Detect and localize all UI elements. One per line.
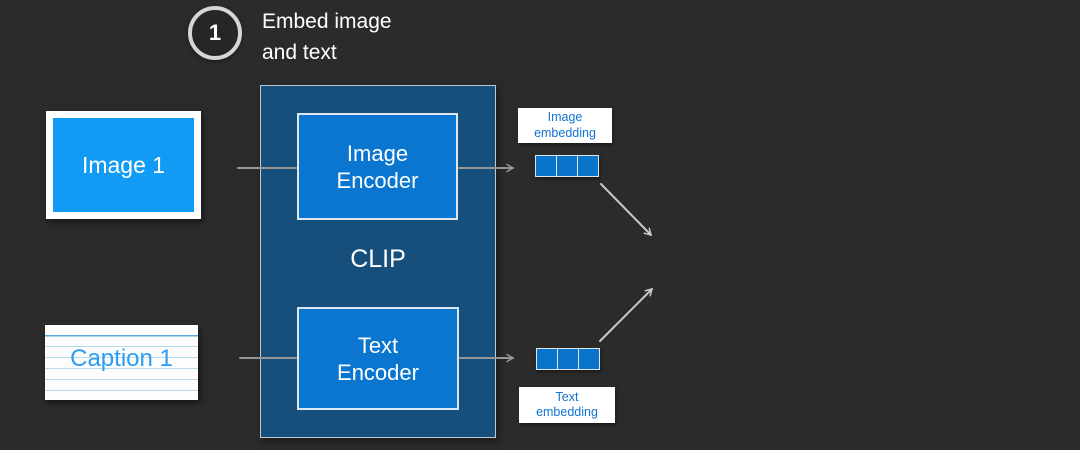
image-encoder-box: Image Encoder <box>297 113 458 220</box>
step-number-badge: 1 <box>188 6 242 60</box>
text-encoder-label-line1: Text <box>357 332 399 358</box>
embedding-cell <box>558 349 578 369</box>
image-embedding-label: Image embedding <box>518 108 612 143</box>
embedding-cell <box>557 156 577 176</box>
text-encoder-label-line2: Encoder <box>337 359 419 385</box>
embedding-cell <box>536 156 556 176</box>
text-embedding-label: Text embedding <box>519 387 615 423</box>
image-encoder-label-line1: Image <box>346 140 409 166</box>
image-embedding-vector <box>535 155 599 177</box>
image-embedding-label-line1: Image <box>547 110 583 124</box>
image-card-label: Image 1 <box>81 151 166 178</box>
caption-card: Caption 1 <box>45 325 198 400</box>
step-title-line1: Embed image <box>262 10 392 33</box>
clip-label: CLIP <box>350 245 406 273</box>
text-embedding-vector <box>536 348 600 370</box>
step-title-line2: and text <box>262 41 337 64</box>
text-embedding-label-line1: Text <box>555 389 579 404</box>
step-number: 1 <box>208 20 222 45</box>
text-embedding-converge-arrow <box>599 288 653 342</box>
embedding-cell <box>579 349 600 369</box>
image-embedding-converge-arrow <box>600 183 652 236</box>
caption-card-label: Caption 1 <box>70 345 173 372</box>
clip-model-box: Image Encoder CLIP Text Encoder <box>260 85 496 438</box>
image-thumbnail: Image 1 <box>53 118 194 212</box>
image-encoder-label-line2: Encoder <box>336 167 419 193</box>
embedding-cell <box>578 156 599 176</box>
embedding-cell <box>537 349 557 369</box>
step-title: Embed image and text <box>262 6 392 68</box>
image-embedding-label-line2: embedding <box>534 125 596 140</box>
image-card: Image 1 <box>46 111 201 219</box>
text-embedding-label-line2: embedding <box>536 405 598 419</box>
text-encoder-box: Text Encoder <box>297 307 459 410</box>
